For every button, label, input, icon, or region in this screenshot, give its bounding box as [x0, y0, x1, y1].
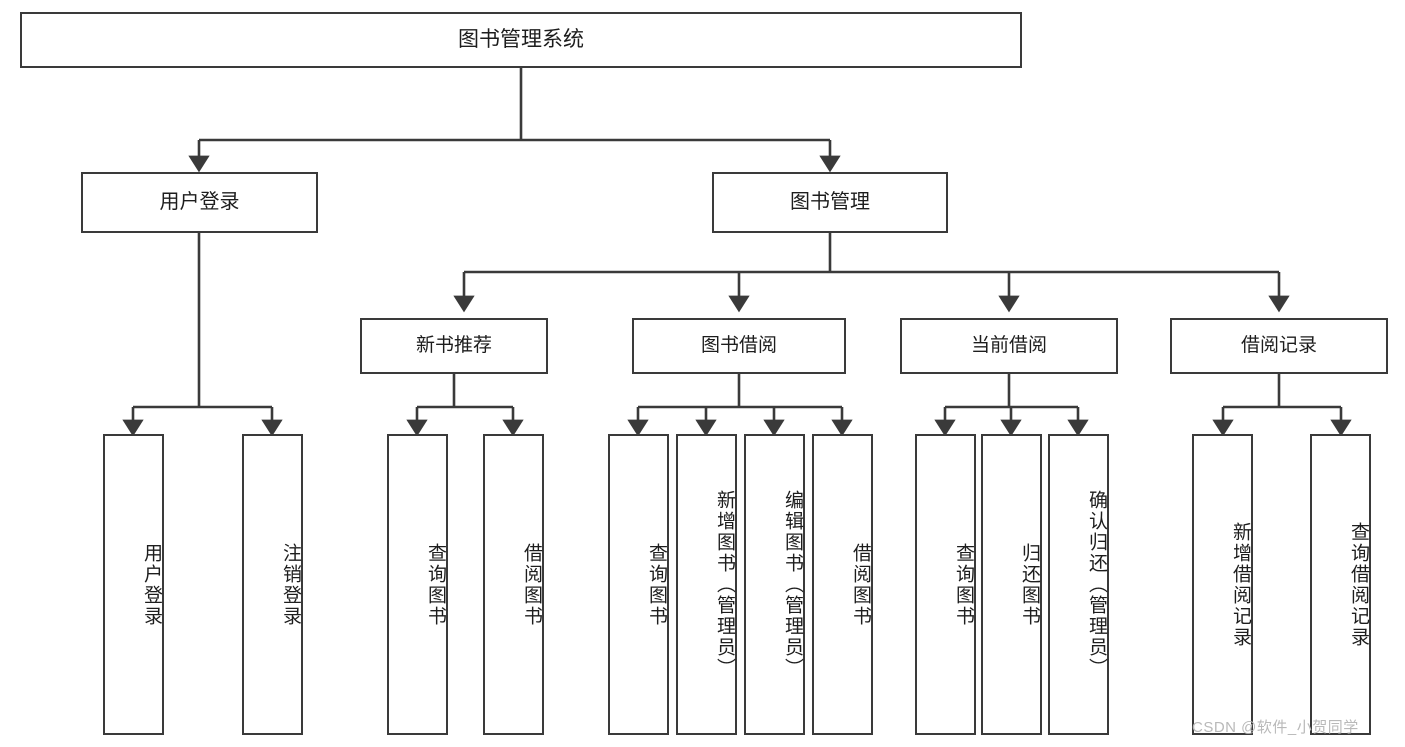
node-label: 查询借阅记录: [1348, 521, 1369, 648]
node-book-borrow[interactable]: 图书借阅: [632, 318, 846, 374]
node-new-book-recommend[interactable]: 新书推荐: [360, 318, 548, 374]
node-label: 查询图书: [646, 542, 667, 627]
leaf-borrow-query-book[interactable]: 查询图书: [608, 434, 669, 735]
node-label: 新增图书（管理员）: [714, 490, 735, 679]
leaf-current-query-book[interactable]: 查询图书: [915, 434, 976, 735]
node-borrow-record[interactable]: 借阅记录: [1170, 318, 1388, 374]
node-label: 借阅图书: [521, 542, 542, 627]
node-label: 注销登录: [280, 542, 301, 627]
node-label: 当前借阅: [970, 334, 1047, 356]
node-label: 用户登录: [141, 542, 162, 627]
leaf-record-query-record[interactable]: 查询借阅记录: [1310, 434, 1371, 735]
node-book-management[interactable]: 图书管理: [712, 172, 948, 233]
node-label: 查询图书: [953, 542, 974, 627]
node-label: 查询图书: [425, 542, 446, 627]
node-label: 新增借阅记录: [1230, 521, 1251, 648]
node-label: 图书管理: [790, 190, 870, 213]
leaf-user-login-logout[interactable]: 注销登录: [242, 434, 303, 735]
node-label: 图书管理系统: [458, 27, 584, 51]
leaf-borrow-edit-book-admin[interactable]: 编辑图书（管理员）: [744, 434, 805, 735]
leaf-current-return-book[interactable]: 归还图书: [981, 434, 1042, 735]
node-label: 用户登录: [159, 190, 240, 213]
node-label: 确认归还（管理员）: [1086, 490, 1107, 679]
watermark-text: CSDN @软件_小贺同学: [1192, 719, 1359, 736]
leaf-recommend-query-book[interactable]: 查询图书: [387, 434, 448, 735]
node-current-borrow[interactable]: 当前借阅: [900, 318, 1118, 374]
node-user-login[interactable]: 用户登录: [81, 172, 318, 233]
leaf-borrow-borrow-book[interactable]: 借阅图书: [812, 434, 873, 735]
node-root-system[interactable]: 图书管理系统: [20, 12, 1022, 68]
leaf-recommend-borrow-book[interactable]: 借阅图书: [483, 434, 544, 735]
node-label: 编辑图书（管理员）: [782, 490, 803, 679]
node-label: 图书借阅: [700, 334, 777, 356]
node-label: 新书推荐: [415, 334, 492, 356]
leaf-borrow-add-book-admin[interactable]: 新增图书（管理员）: [676, 434, 737, 735]
node-label: 借阅记录: [1240, 334, 1317, 356]
node-label: 归还图书: [1019, 542, 1040, 627]
leaf-record-add-record[interactable]: 新增借阅记录: [1192, 434, 1253, 735]
node-label: 借阅图书: [850, 542, 871, 627]
leaf-current-confirm-return-admin[interactable]: 确认归还（管理员）: [1048, 434, 1109, 735]
leaf-user-login-login[interactable]: 用户登录: [103, 434, 164, 735]
